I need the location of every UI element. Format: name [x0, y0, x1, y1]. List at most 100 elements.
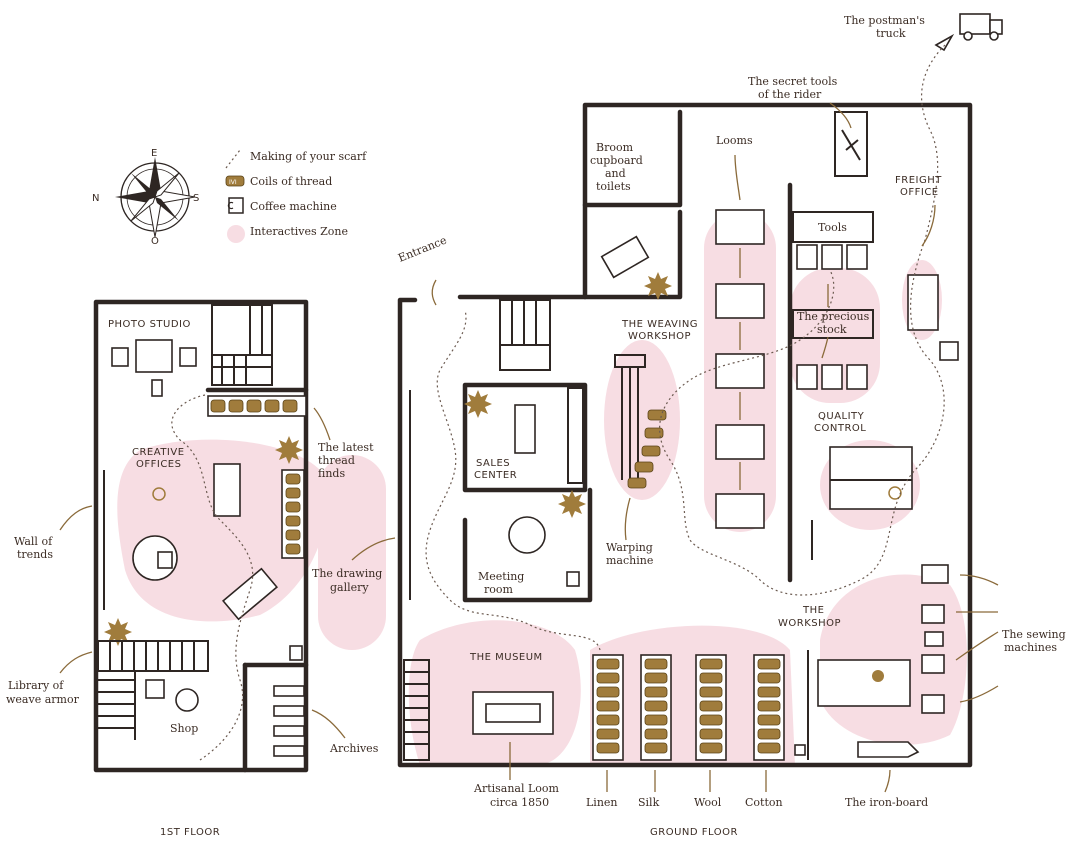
wrench-icon [841, 129, 861, 161]
photo-chair-right-icon [179, 347, 197, 367]
coffee-machine-icon-1 [289, 645, 303, 661]
flower-icon-2 [104, 618, 132, 646]
sales-desk [514, 404, 536, 454]
paper-plane-icon [934, 33, 955, 52]
legend-coil-glyph: IVI [229, 179, 237, 186]
coil-row-top [207, 395, 307, 417]
loom-3 [715, 353, 765, 389]
quality-table [829, 446, 913, 510]
label-broom-3: and [605, 167, 626, 180]
label-wall-trends-2: trends [17, 548, 53, 561]
label-photo-studio: PHOTO STUDIO [108, 319, 191, 330]
shop-bag-icon [145, 679, 165, 699]
label-sewing-2: machines [1004, 641, 1057, 654]
label-library-1: Library of [8, 679, 64, 692]
compass-o: O [151, 236, 159, 247]
legend-coil-icon: IVI [225, 175, 245, 187]
stock-5 [821, 364, 843, 390]
label-artisanal-1: Artisanal Loom [473, 782, 560, 795]
label-quality-2: CONTROL [814, 423, 866, 434]
label-creative-2: OFFICES [136, 459, 181, 470]
compass-n: N [92, 193, 100, 204]
drawing-desk [222, 567, 278, 621]
label-iron-board: The iron-board [845, 796, 928, 809]
meeting-room-walls [462, 487, 593, 603]
thread-shelf-silk [640, 654, 672, 761]
label-weaving-1: THE WEAVING [621, 319, 698, 330]
label-freight-1: FREIGHT [895, 175, 942, 186]
label-tools: Tools [818, 221, 847, 234]
label-cotton: Cotton [745, 796, 783, 809]
label-sales-1: SALES [476, 458, 510, 469]
label-silk: Silk [638, 796, 660, 809]
ground-floor-scarf-path [425, 44, 946, 651]
flower-icon-5 [558, 490, 586, 518]
meeting-round-table [132, 535, 178, 581]
notebook-icon [157, 551, 173, 569]
precious-stock-box [792, 309, 874, 339]
first-floor-plan [93, 299, 309, 773]
tools-box [792, 211, 874, 243]
compass-rose-icon [115, 157, 196, 238]
ground-floor-plan [397, 13, 1003, 768]
stairs-photo-studio [211, 304, 273, 386]
label-wool: Wool [694, 796, 722, 809]
ground-floor-arrows [431, 102, 999, 793]
label-latest-2: thread [318, 454, 355, 467]
compass-s: S [193, 193, 200, 204]
label-quality-1: QUALITY [818, 411, 865, 422]
label-warping-1: Warping [606, 541, 653, 554]
label-secret-1: The secret tools [748, 75, 838, 88]
coffee-machine-icon-2 [566, 571, 580, 587]
archive-shelf-1 [273, 685, 305, 697]
stairs-ground [499, 299, 551, 371]
loom-1 [715, 209, 765, 245]
meeting-room-table [508, 516, 546, 554]
label-postman-2: truck [876, 27, 906, 40]
legend-zone-label: Interactives Zone [250, 225, 348, 238]
label-workshop-2: WORKSHOP [778, 618, 841, 629]
label-warping-2: machine [606, 554, 653, 567]
label-latest-1: The latest [318, 441, 374, 454]
legend-zone-icon [227, 225, 245, 243]
thread-shelf-wool [695, 654, 727, 761]
label-broom-4: toilets [596, 180, 631, 193]
label-precious-1: The precious [797, 310, 870, 323]
legend-coffee-label: Coffee machine [250, 200, 337, 213]
label-shop: Shop [170, 722, 198, 735]
label-sales-2: CENTER [474, 470, 517, 481]
flower-icon-3 [644, 272, 672, 300]
looms-column [715, 209, 765, 529]
postman-truck-icon [959, 13, 1003, 41]
sewing-machine-3 [921, 654, 945, 674]
loom-4 [715, 424, 765, 460]
label-creative-1: CREATIVE [132, 447, 185, 458]
parcel-icon [939, 341, 959, 361]
label-freight-2: OFFICE [900, 187, 939, 198]
sewing-machine-4 [921, 694, 945, 714]
compass-e: E [151, 148, 158, 159]
flower-icon-1 [275, 436, 303, 464]
zone-creative-offices [117, 439, 327, 622]
sewing-machine-2 [921, 604, 945, 624]
photo-lamp-icon [151, 379, 163, 397]
shop-stool-icon [175, 688, 199, 712]
label-precious-2: stock [817, 323, 847, 336]
label-artisanal-2: circa 1850 [490, 796, 549, 809]
first-floor-scarf-path [171, 394, 254, 761]
label-linen: Linen [586, 796, 618, 809]
label-broom-1: Broom [596, 141, 634, 154]
thread-shelf-linen [592, 654, 624, 761]
library-shelf [97, 640, 209, 672]
stock-3 [846, 244, 868, 270]
loom-2 [715, 283, 765, 319]
label-meeting-1: Meeting [478, 570, 524, 583]
label-archives: Archives [329, 742, 379, 755]
loom-5 [715, 493, 765, 529]
legend-path-icon [225, 149, 241, 169]
first-floor-arrows [59, 407, 396, 739]
label-secret-2: of the rider [758, 88, 822, 101]
legend: E N S O Making of your scarf IVI Coils o… [92, 148, 367, 247]
label-ground-floor: GROUND FLOOR [650, 827, 738, 838]
